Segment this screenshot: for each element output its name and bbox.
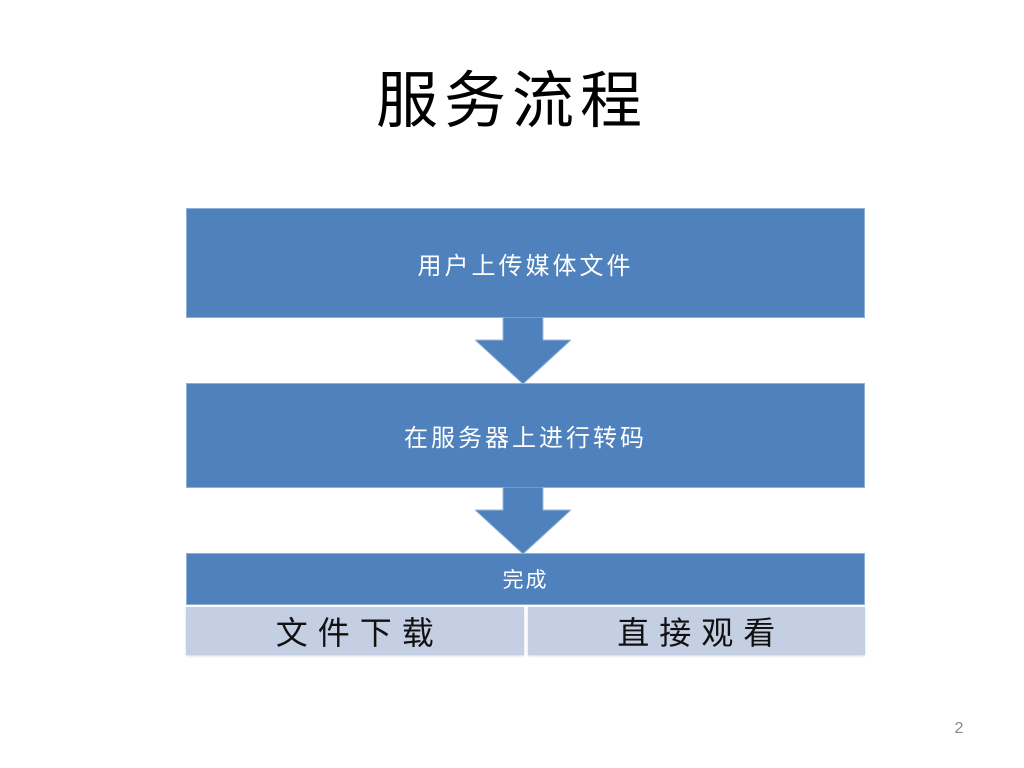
outcome-watch-directly-cell: 直接观看 [527, 607, 865, 655]
flow-step-complete-box: 完成 [186, 553, 865, 605]
slide-title: 服务流程 [375, 64, 648, 137]
down-arrow-icon [475, 487, 571, 554]
flow-step-upload-label: 用户上传媒体文件 [417, 251, 634, 280]
outcome-file-download-cell: 文件下载 [186, 607, 524, 655]
flow-step-complete-label: 完成 [502, 568, 549, 592]
flow-step-upload-box: 用户上传媒体文件 [186, 208, 865, 318]
flow-step-transcode-label: 在服务器上进行转码 [404, 424, 647, 452]
page-number: 2 [954, 720, 964, 737]
flow-step-transcode-box: 在服务器上进行转码 [186, 383, 865, 488]
outcome-row: 文件下载 直接观看 [186, 607, 865, 655]
down-arrow-icon [475, 317, 571, 384]
